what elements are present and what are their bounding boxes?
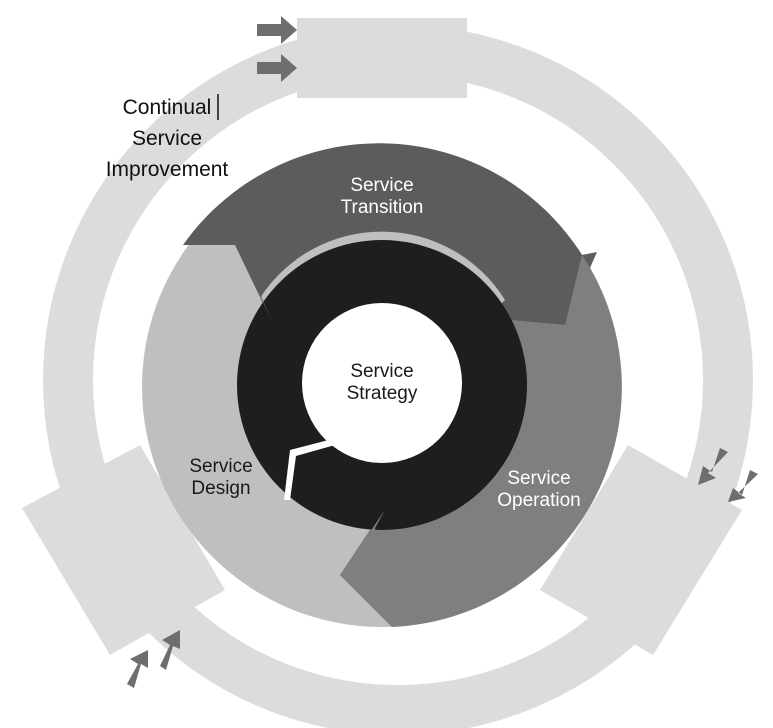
csi-label-line3: Improvement: [106, 158, 229, 181]
csi-right-tab: [540, 445, 742, 655]
service-transition-label-line1: Service: [350, 175, 413, 196]
csi-ring: [22, 18, 753, 728]
service-design-label: Service Design: [189, 456, 252, 499]
service-strategy-label: Service Strategy: [347, 361, 418, 404]
double-down-left-arrow-icon: [698, 448, 758, 502]
double-up-right-arrow-icon: [127, 630, 180, 688]
service-operation-label: Service Operation: [497, 468, 580, 511]
double-right-arrow-icon: [257, 16, 297, 82]
service-transition-label-line2: Transition: [341, 197, 424, 218]
csi-left-tab: [22, 445, 225, 655]
csi-top-tab: [297, 18, 467, 98]
service-operation-arrow-tip: [340, 510, 392, 627]
service-operation-label-line2: Operation: [497, 490, 580, 511]
service-operation-label-line1: Service: [507, 468, 570, 489]
service-strategy-label-line1: Service: [350, 361, 413, 382]
csi-label-line1: Continual: [123, 96, 212, 119]
csi-label-line2: Service: [132, 127, 202, 150]
service-design-label-line1: Service: [189, 456, 252, 477]
service-strategy-label-line2: Strategy: [347, 383, 418, 404]
service-design-label-line2: Design: [191, 478, 250, 499]
service-transition-arrow-tip: [240, 245, 272, 322]
service-strategy-center: [302, 303, 462, 463]
service-operation-arrow: [340, 255, 622, 627]
service-transition-label: Service Transition: [341, 175, 424, 218]
csi-label: Continual Service Improvement: [106, 94, 229, 181]
service-transition-arrow: [183, 143, 597, 325]
core-hook-arrow: [284, 437, 342, 500]
